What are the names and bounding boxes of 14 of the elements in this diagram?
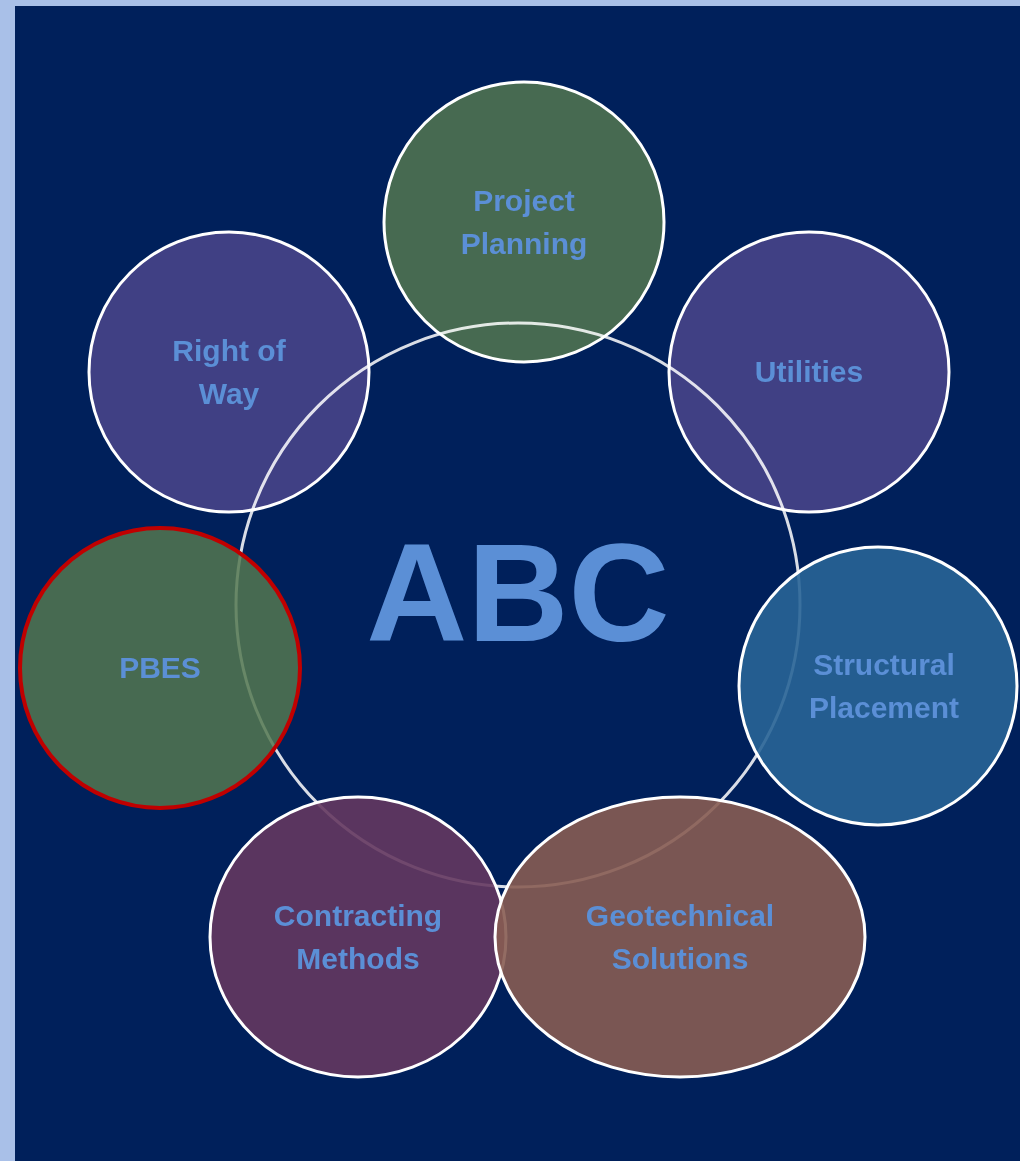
venn-circle [737,545,1019,827]
circle-label: Geotechnical Solutions [584,897,776,977]
venn-circle [87,230,371,514]
venn-circle [382,80,666,364]
circle-label: Structural Placement [807,646,961,726]
venn-circle [18,526,302,810]
venn-circle [667,230,951,514]
circle-label: Contracting Methods [272,897,444,977]
circle-label: PBES [118,650,202,686]
venn-circle [493,795,867,1079]
circle-label: Utilities [753,354,865,390]
center-title: ABC [365,523,671,663]
circle-label: Right of Way [171,332,287,412]
circle-label: Project Planning [459,182,589,262]
